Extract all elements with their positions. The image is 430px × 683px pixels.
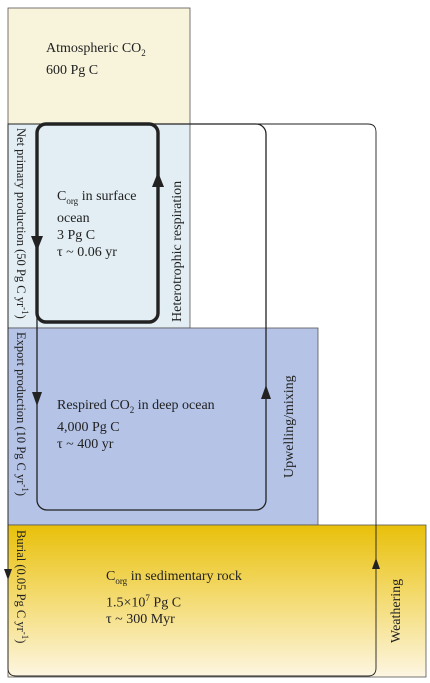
burial-label: Burial (0.05 Pg C yr-1) <box>13 530 30 644</box>
sediment-label: Corg in sedimentary rock 1.5×107 Pg C τ … <box>106 569 242 628</box>
sediment-loop <box>7 123 377 677</box>
surface-ocean-label: Corg in surface ocean 3 Pg C τ ~ 0.06 yr <box>57 189 137 260</box>
weathering-arrowhead <box>372 558 380 569</box>
upwelling-arrowhead <box>261 385 271 399</box>
sediment-box <box>7 524 427 678</box>
weathering-label: Weathering <box>389 578 404 643</box>
atmosphere-label: Atmospheric CO2 600 Pg C <box>46 41 146 78</box>
npp-label: Net primary production (50 Pg C yr-1) <box>13 128 30 319</box>
export-arrowhead <box>32 392 42 406</box>
export-production-label: Export production (10 Pg C yr-1) <box>13 332 30 497</box>
deep-ocean-label: Respired CO2 in deep ocean 4,000 Pg C τ … <box>57 398 215 452</box>
upwelling-mixing-label: Upwelling/mixing <box>282 375 297 478</box>
heterotrophic-respiration-label: Heterotrophic respiration <box>170 180 185 322</box>
heterotrophic-arrowhead <box>152 172 164 187</box>
atmosphere-box <box>7 7 191 125</box>
burial-arrowhead <box>4 569 12 580</box>
